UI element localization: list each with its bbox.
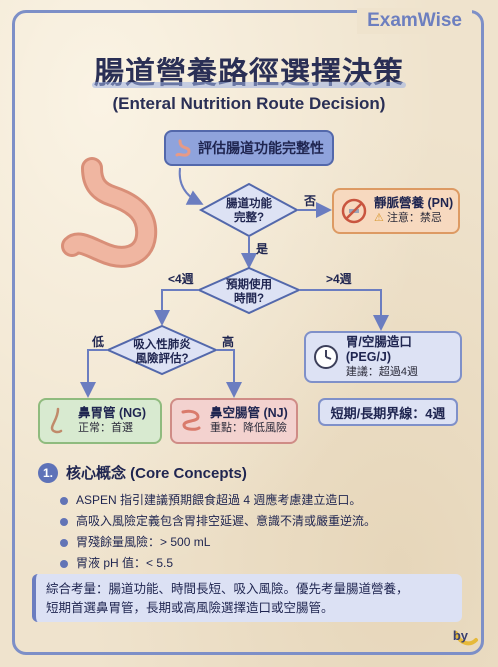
pn-note-text: 注意：禁忌 [386, 211, 442, 224]
section-number-badge: 1. [38, 462, 58, 483]
peg-note: 建議：超過4週 [345, 365, 419, 378]
edge-high-risk: 高 [222, 335, 235, 349]
outcome-nasogastric-tube: 鼻胃管 (NG) 正常：首選 [38, 398, 162, 444]
duration-boundary-note: 短期/長期界線：4週 [318, 398, 458, 426]
pn-note: ⚠ 注意：禁忌 [374, 212, 453, 226]
q1-line1: 腸道功能 [226, 198, 272, 210]
banana-icon [454, 631, 478, 646]
concept-text: 高吸入風險定義包含胃排空延遲、意識不清或嚴重逆流。 [76, 514, 377, 528]
bullet-icon [60, 518, 68, 526]
edge-no: 否 [304, 194, 317, 208]
page-frame [12, 10, 484, 655]
edge-yes: 是 [256, 242, 269, 256]
stomach-illustration [61, 157, 158, 268]
concept-text: 胃液 pH 值：< 5.5 [76, 556, 174, 570]
edge-low-risk: 低 [92, 335, 105, 349]
byline: by [453, 628, 468, 643]
concept-text: 胃殘餘量風險：> 500 mL [76, 535, 211, 549]
ng-title: 鼻胃管 (NG) [78, 406, 147, 421]
q2-label: 預期使用 時間? [209, 278, 289, 307]
nj-title: 鼻空腸管 (NJ) [210, 406, 288, 421]
start-assess-gut-function: 評估腸道功能完整性 [164, 130, 334, 166]
no-syringe-icon [341, 198, 367, 224]
start-label: 評估腸道功能完整性 [198, 140, 324, 156]
bullet-icon [60, 497, 68, 505]
outcome-parenteral-nutrition: 靜脈營養 (PN) ⚠ 注意：禁忌 [332, 188, 460, 234]
stomach-icon [175, 139, 191, 157]
list-item: 胃殘餘量風險：> 500 mL [60, 532, 470, 553]
list-item: 高吸入風險定義包含胃排空延遲、意識不清或嚴重逆流。 [60, 511, 470, 532]
decision-aspiration-risk [105, 324, 219, 376]
core-concepts-title: 核心概念 (Core Concepts) [66, 465, 247, 482]
warning-icon: ⚠ [374, 211, 384, 224]
core-concepts-heading: 1. 核心概念 (Core Concepts) [38, 462, 247, 483]
list-item: ASPEN 指引建議預期餵食超過 4 週應考慮建立造口。 [60, 490, 470, 511]
summary-line-1: 綜合考量：腸道功能、時間長短、吸入風險。優先考量腸道營養， [46, 582, 409, 596]
q1-label: 腸道功能 完整? [209, 197, 289, 226]
outcome-gastrostomy-jejunostomy: 胃/空腸造口 (PEG/J) 建議：超過4週 [304, 331, 462, 383]
q1-line2: 完整? [233, 212, 265, 225]
brand-logo: ExamWise [357, 8, 472, 34]
byline-text: by [452, 628, 468, 643]
concept-text: ASPEN 指引建議預期餵食超過 4 週應考慮建立造口。 [76, 493, 362, 507]
bullet-icon [60, 560, 68, 568]
outcome-nasojejunal-tube: 鼻空腸管 (NJ) 重點：降低風險 [170, 398, 298, 444]
q3-line1: 吸入性肺炎 [133, 339, 191, 351]
summary-box: 綜合考量：腸道功能、時間長短、吸入風險。優先考量腸道營養， 短期首選鼻胃管，長期… [32, 574, 462, 622]
bullet-icon [60, 539, 68, 547]
intestine-icon [181, 409, 201, 431]
peg-title: 胃/空腸造口 (PEG/J) [345, 334, 412, 365]
list-item: 胃液 pH 值：< 5.5 [60, 553, 470, 574]
q3-label: 吸入性肺炎 風險評估? [117, 338, 207, 367]
title-underline [92, 82, 406, 88]
q2-line1: 預期使用 [226, 279, 272, 291]
nj-note: 重點：降低風險 [210, 421, 287, 434]
q2-line2: 時間? [233, 293, 265, 306]
nose-icon [50, 407, 63, 434]
clock-icon [314, 345, 338, 369]
core-concepts-list: ASPEN 指引建議預期餵食超過 4 週應考慮建立造口。 高吸入風險定義包含胃排… [60, 490, 470, 574]
edge-over-4-weeks: >4週 [326, 272, 352, 286]
decision-duration [196, 266, 302, 315]
summary-line-2: 短期首選鼻胃管，長期或高風險選擇造口或空腸管。 [46, 601, 334, 615]
q3-line2: 風險評估? [135, 353, 189, 366]
pn-title: 靜脈營養 (PN) [374, 196, 454, 211]
edge-under-4-weeks: <4週 [168, 272, 194, 286]
ng-note: 正常：首選 [78, 421, 133, 434]
page-subtitle: (Enteral Nutrition Route Decision) [112, 94, 386, 113]
